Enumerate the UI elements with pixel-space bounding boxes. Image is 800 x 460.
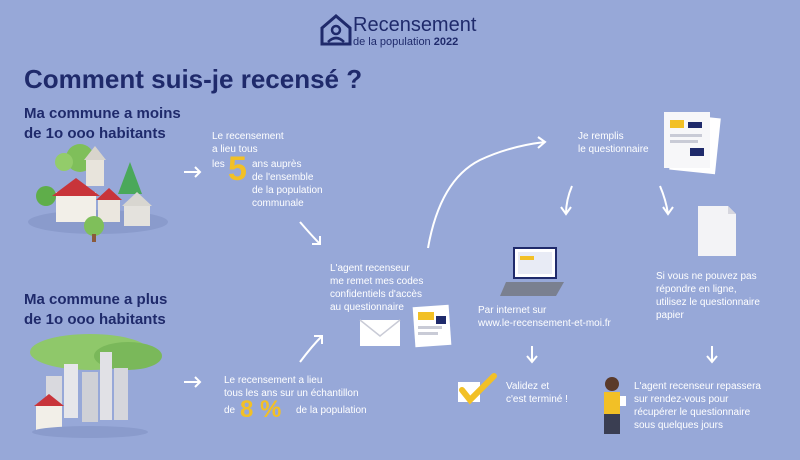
small-commune-line2: de 1o ooo habitants <box>24 125 166 142</box>
paper-line2: répondre en ligne, <box>656 284 737 295</box>
village-illustration <box>28 144 168 242</box>
revisit-line2: sur rendez-vous pour <box>634 394 729 405</box>
revisit-line1: L'agent recenseur repassera <box>634 381 761 392</box>
internet-url: www.le-recensement-et-moi.fr <box>478 318 611 329</box>
sample-line2: tous les ans sur un échantillon <box>224 388 359 399</box>
agent-line3: confidentiels d'accès <box>330 289 422 300</box>
five-year-text: Le recensement a lieu tous <box>212 130 362 156</box>
revisit-line3: récupérer le questionnaire <box>634 407 751 418</box>
small-commune-line1: Ma commune a moins <box>24 105 181 122</box>
logo-subtitle-text: de la population <box>353 36 431 48</box>
five-year-rest: ans auprès de l'ensemble de la populatio… <box>252 158 372 210</box>
sample-post: de la population <box>296 405 367 416</box>
agent-text: L'agent recenseur me remet mes codes con… <box>330 262 460 314</box>
logo-year: 2022 <box>433 36 459 48</box>
agent-line2: me remet mes codes <box>330 276 424 287</box>
laptop-icon <box>500 247 564 296</box>
paper-line4: papier <box>656 310 684 321</box>
arrow-down-left-icon <box>560 185 573 216</box>
five-year-les: les <box>212 159 225 170</box>
logo-subtitle: de la population 2022 <box>353 36 458 48</box>
sample-line1: Le recensement a lieu <box>224 375 323 386</box>
paper-line3: utilisez le questionnaire <box>656 297 760 308</box>
agent-line4: au questionnaire <box>330 302 404 313</box>
census-agent-icon <box>604 377 626 434</box>
done-line2: c'est terminé ! <box>506 394 568 405</box>
questionnaire-icon <box>664 112 721 175</box>
arrow-curve-icon <box>427 136 547 249</box>
house-logo-icon <box>320 14 352 46</box>
fill-line2: le questionnaire <box>578 144 649 155</box>
paper-form-icon <box>698 206 736 256</box>
envelope-icon <box>359 319 401 346</box>
arrow-right-icon <box>184 166 202 178</box>
large-commune-line2: de 1o ooo habitants <box>24 311 166 328</box>
internet-line1: Par internet sur <box>478 305 547 316</box>
paper-line1: Si vous ne pouvez pas <box>656 271 757 282</box>
large-commune-heading: Ma commune a plus de 1o ooo habitants <box>24 290 167 330</box>
sample-text: Le recensement a lieu tous les ans sur u… <box>224 374 424 400</box>
five-year-line5: de la population <box>252 185 323 196</box>
arrow-right-icon <box>184 376 202 388</box>
arrow-down-right-icon <box>659 185 674 216</box>
logo-title: Recensement <box>353 14 477 36</box>
internet-text: Par internet sur www.le-recensement-et-m… <box>478 304 611 330</box>
arrows <box>184 136 718 388</box>
five-year-line2: a lieu tous <box>212 144 258 155</box>
done-line1: Validez et <box>506 381 550 392</box>
arrow-down-right-icon <box>299 221 321 245</box>
small-commune-heading: Ma commune a moins de 1o ooo habitants <box>24 104 181 144</box>
fill-text: Je remplis le questionnaire <box>578 130 649 156</box>
five-number: 5 <box>228 150 247 188</box>
five-year-line1: Le recensement <box>212 131 284 142</box>
five-year-line4: de l'ensemble <box>252 172 314 183</box>
checkmark-icon <box>458 373 497 405</box>
revisit-text: L'agent recenseur repassera sur rendez-v… <box>634 380 794 432</box>
sample-pre: de <box>224 405 236 416</box>
arrow-down-icon <box>526 346 538 364</box>
five-year-line6: communale <box>252 198 304 209</box>
notice-leaflet-icon <box>412 304 452 348</box>
revisit-line4: sous quelques jours <box>634 420 723 431</box>
large-commune-line1: Ma commune a plus <box>24 291 168 308</box>
page-title: Comment suis-je recensé ? <box>24 64 363 94</box>
paper-text: Si vous ne pouvez pas répondre en ligne,… <box>656 270 796 322</box>
arrow-down-icon <box>706 346 718 364</box>
arrow-up-right-icon <box>299 335 323 363</box>
agent-line1: L'agent recenseur <box>330 263 410 274</box>
city-illustration <box>30 334 162 438</box>
five-year-line3: ans auprès <box>252 159 302 170</box>
eight-percent: 8 % <box>240 396 282 423</box>
fill-line1: Je remplis <box>578 131 624 142</box>
done-text: Validez et c'est terminé ! <box>506 380 568 406</box>
